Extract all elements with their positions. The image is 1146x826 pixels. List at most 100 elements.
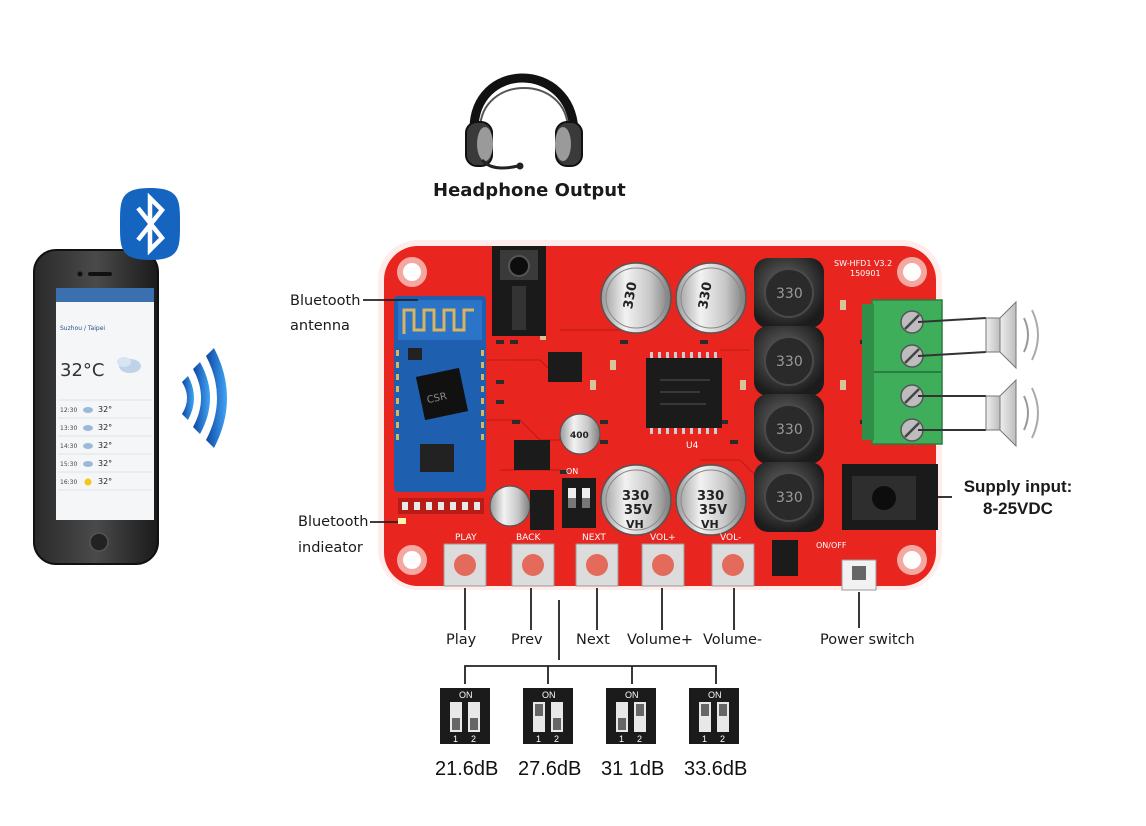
home-button — [89, 532, 109, 552]
dip-3-on: ON — [625, 690, 639, 700]
speaker-icon-bottom — [918, 378, 1039, 448]
dip-switch-4 — [689, 688, 739, 744]
play-label: Play — [446, 632, 477, 648]
dip-switch-3 — [606, 688, 656, 744]
dc-power-jack — [842, 464, 938, 530]
phone-row-4-time: 15:30 — [60, 461, 77, 468]
phone-temperature: 32°C — [60, 360, 104, 381]
headphones-icon — [465, 73, 583, 170]
small-ic — [548, 352, 582, 382]
phone-row-1-temp: 32° — [98, 405, 112, 414]
capacitor-bottom-right — [675, 464, 747, 536]
small-cap-value: 400 — [570, 431, 589, 441]
cap-3-value: 330 — [622, 489, 649, 504]
gain-label-2: 27.6dB — [518, 758, 582, 780]
inductor-2-value: 330 — [776, 354, 803, 370]
dip-switch-1 — [440, 688, 490, 744]
board-power-switch — [841, 559, 877, 591]
inductor-1 — [754, 258, 824, 328]
phone-row-3-temp: 32° — [98, 441, 112, 450]
silk-on: ON — [566, 467, 578, 476]
dip-1-pin1: 1 — [453, 734, 458, 744]
silk-model: SW-HFD1 V3.2 — [834, 259, 892, 268]
phone-row-3-time: 14:30 — [60, 443, 77, 450]
capacitor-top-left — [600, 262, 672, 334]
phone-screen — [56, 288, 154, 520]
cap-3-voltage: 35V — [624, 503, 652, 518]
dip-3-pin1: 1 — [619, 734, 624, 744]
cap-3-series: VH — [626, 518, 644, 531]
board-dip-switch — [562, 478, 596, 528]
dip-3-pin2: 2 — [637, 734, 642, 744]
bluetooth-antenna-label-line2: antenna — [290, 318, 350, 334]
phone-row-5-temp: 32° — [98, 477, 112, 486]
supply-input-label-line1: Supply input: — [963, 477, 1073, 496]
phone-row-5-time: 16:30 — [60, 479, 77, 486]
dip-2-pin2: 2 — [554, 734, 559, 744]
silk-date: 150901 — [850, 269, 881, 278]
inductor-3 — [754, 394, 824, 464]
next-label: Next — [576, 632, 610, 648]
bluetooth-antenna-label-line1: Bluetooth — [290, 293, 361, 309]
phone-row-1-time: 12:30 — [60, 407, 77, 414]
small-capacitor-2 — [489, 485, 531, 527]
dip-2-on: ON — [542, 690, 556, 700]
headphone-output-label: Headphone Output — [433, 180, 626, 201]
mounting-holes — [397, 257, 927, 575]
inductor-4-value: 330 — [776, 490, 803, 506]
component-101 — [530, 490, 554, 530]
prev-label: Prev — [511, 632, 543, 648]
wireless-signal-icon — [182, 348, 227, 448]
power-switch-label: Power switch — [820, 632, 915, 648]
dip-switch-2 — [523, 688, 573, 744]
speaker-terminal-block — [862, 299, 943, 445]
dip-1-pin2: 2 — [471, 734, 476, 744]
capacitor-top-right — [675, 262, 747, 334]
inductor-4 — [754, 462, 824, 532]
silk-onoff: ON/OFF — [816, 541, 847, 550]
dip-2-pin1: 1 — [536, 734, 541, 744]
silk-vol-up: VOL+ — [650, 533, 676, 543]
phone-location: Suzhou / Taipei — [60, 325, 105, 332]
regulator-ic — [514, 440, 550, 470]
gain-label-1: 21.6dB — [435, 758, 499, 780]
leader-lines — [363, 299, 952, 684]
bluetooth-icon — [120, 188, 180, 260]
gain-label-3: 31 1dB — [601, 758, 665, 780]
inductor-1-value: 330 — [776, 286, 803, 302]
small-capacitor — [559, 413, 601, 455]
bluetooth-indicator-label-line2: indieator — [298, 540, 363, 556]
silk-chip: U4 — [686, 441, 699, 451]
bt-module-chip-label: CSR — [426, 391, 448, 406]
dip-4-pin1: 1 — [702, 734, 707, 744]
bluetooth-indicator-label-line1: Bluetooth — [298, 514, 369, 530]
amplifier-board — [378, 240, 943, 591]
smartphone — [33, 249, 159, 565]
inductor-2 — [754, 326, 824, 396]
phone-row-4-temp: 32° — [98, 459, 112, 468]
speaker-icon-top — [917, 300, 1039, 370]
dip-1-on: ON — [459, 690, 473, 700]
silk-play: PLAY — [455, 533, 477, 543]
phone-row-2-time: 13:30 — [60, 425, 77, 432]
silk-vol-down: VOL- — [720, 533, 741, 543]
silk-back: BACK — [516, 533, 541, 543]
cap-4-voltage: 35V — [699, 503, 727, 518]
capacitor-bottom-left — [600, 464, 672, 536]
cap-2-value: 330 — [696, 281, 715, 310]
bluetooth-module — [394, 296, 486, 492]
dip-4-pin2: 2 — [720, 734, 725, 744]
volume-up-label: Volume+ — [627, 632, 694, 648]
headphone-jack — [492, 246, 546, 336]
board-buttons — [443, 543, 755, 587]
silk-next: NEXT — [582, 533, 606, 543]
power-ic — [772, 540, 798, 576]
cap-4-value: 330 — [697, 489, 724, 504]
volume-down-label: Volume- — [703, 632, 763, 648]
phone-row-2-temp: 32° — [98, 423, 112, 432]
gain-label-4: 33.6dB — [684, 758, 748, 780]
bluetooth-led — [398, 518, 406, 524]
amplifier-chip — [646, 352, 722, 434]
cap-4-series: VH — [701, 518, 719, 531]
